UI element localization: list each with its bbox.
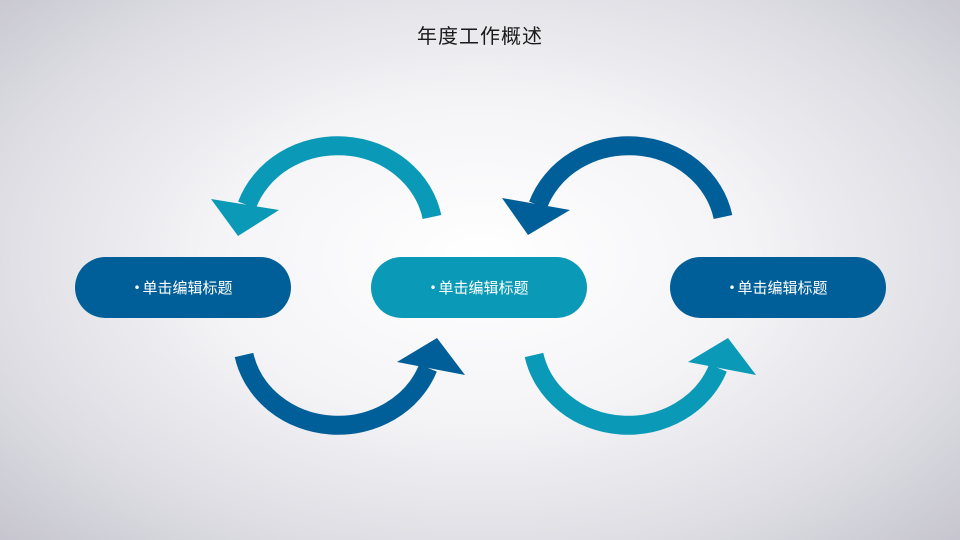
title-box-3[interactable]: • 单击编辑标题: [670, 257, 886, 318]
bullet-icon: •: [429, 280, 437, 295]
arrow-top-left-arc: [238, 136, 442, 220]
arrow-bottom-right: [524, 338, 756, 435]
title-box-label: 单击编辑标题: [142, 279, 233, 297]
page-title: 年度工作概述: [417, 24, 543, 48]
bullet-icon: •: [133, 280, 141, 295]
arrow-bottom-right-head: [688, 338, 756, 375]
arrow-bottom-right-arc: [524, 352, 727, 435]
arrow-top-right: [502, 136, 733, 235]
title-box-2[interactable]: • 单击编辑标题: [371, 257, 587, 318]
arrow-bottom-left-head: [397, 338, 465, 375]
arrow-top-left: [211, 136, 442, 236]
arrow-bottom-left: [234, 338, 465, 435]
arrow-top-left-head: [211, 199, 279, 236]
bullet-icon: •: [728, 280, 736, 295]
arrow-top-right-head: [502, 198, 570, 235]
title-box-1[interactable]: • 单击编辑标题: [75, 257, 291, 318]
arrow-bottom-left-arc: [234, 352, 437, 435]
title-box-label: 单击编辑标题: [438, 279, 529, 297]
title-box-label: 单击编辑标题: [737, 279, 828, 297]
arrow-top-right-arc: [529, 136, 733, 220]
